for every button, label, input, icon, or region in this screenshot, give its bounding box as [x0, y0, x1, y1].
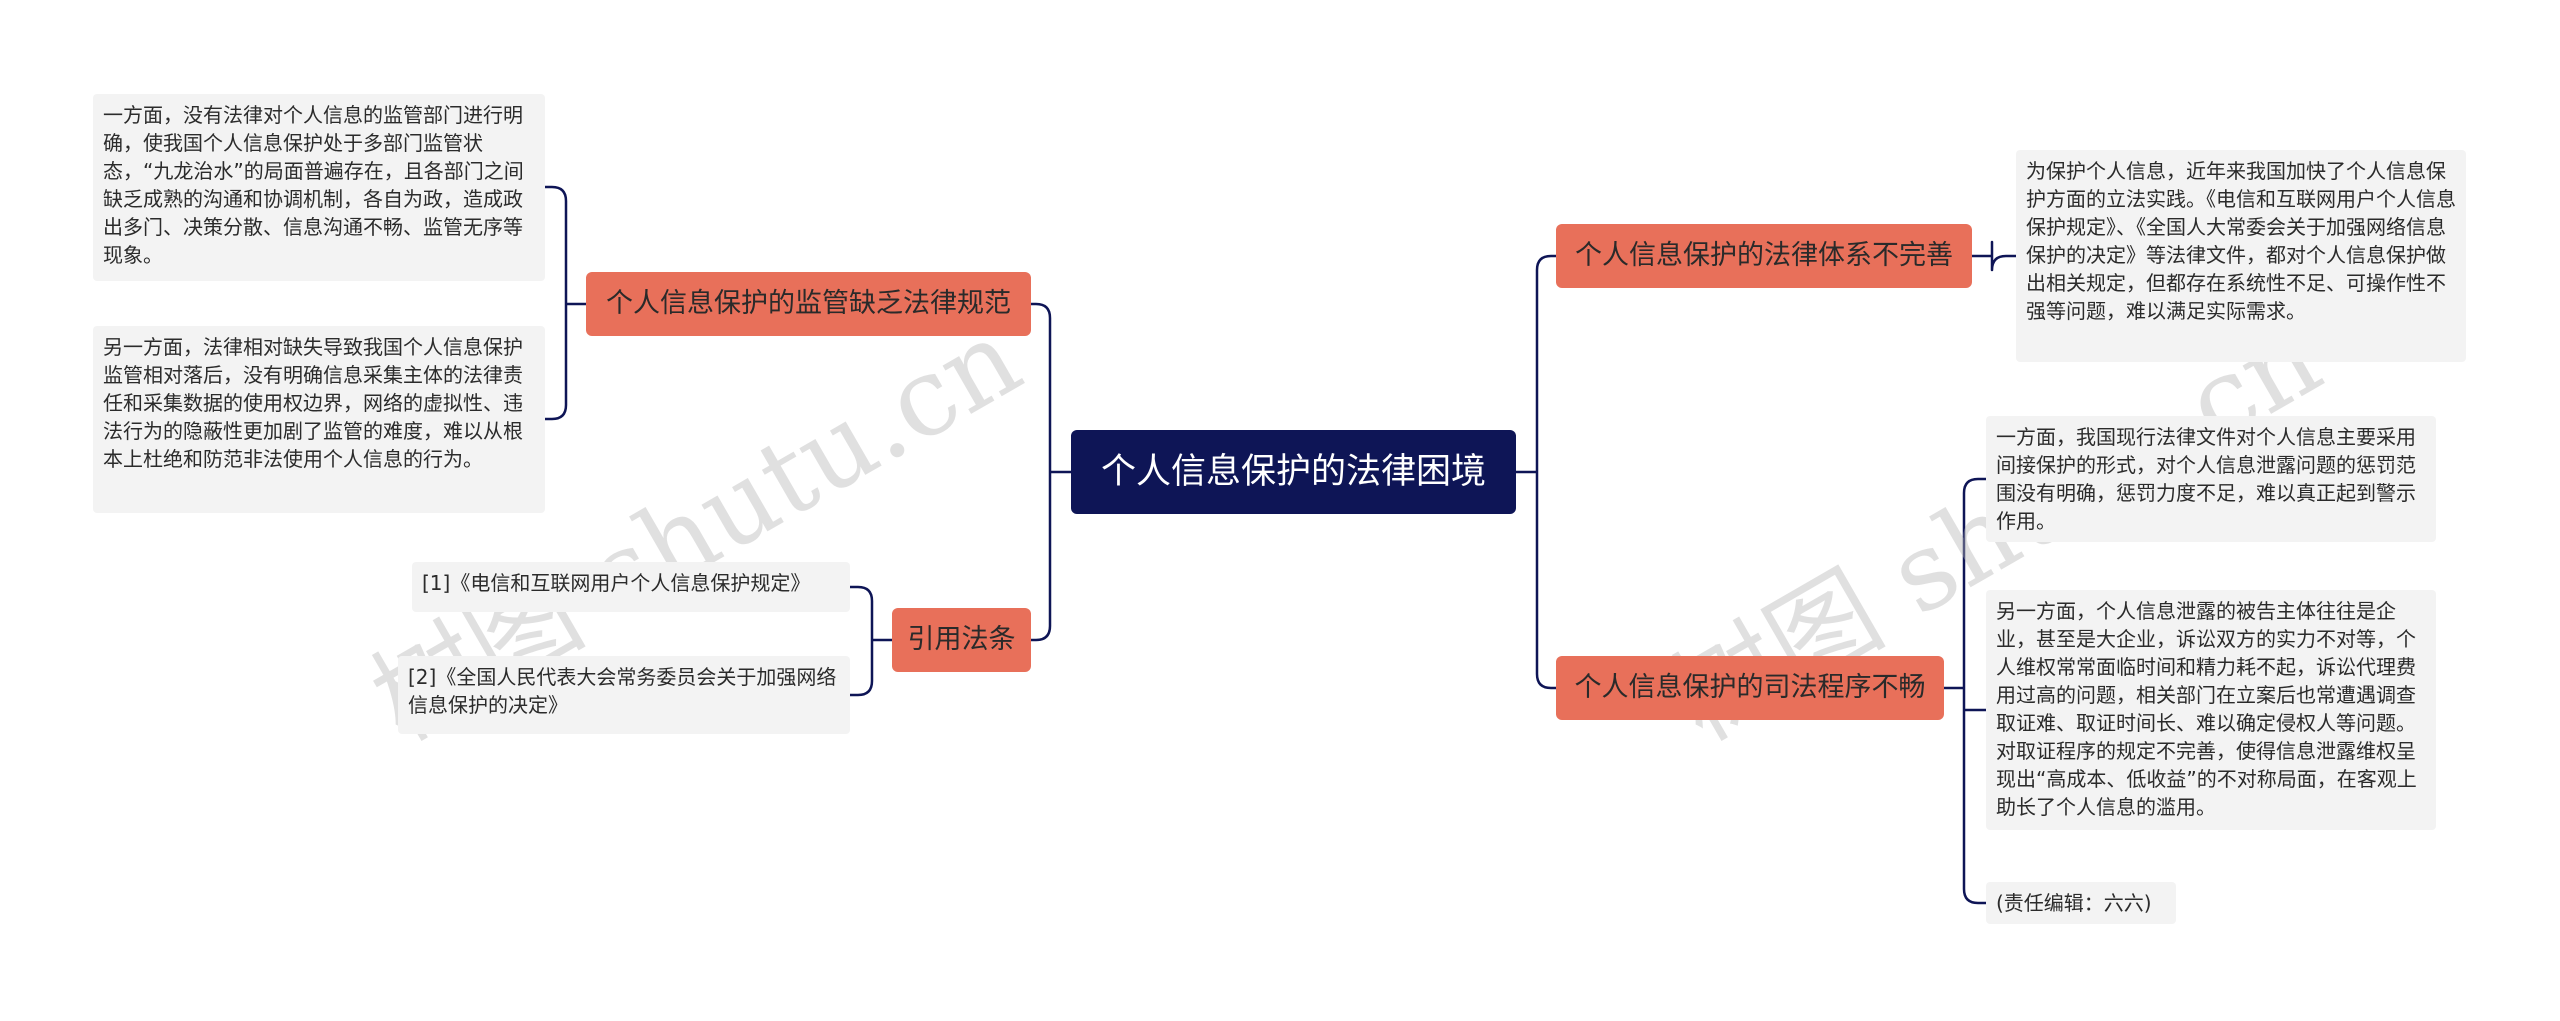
note-citation-1: [1]《电信和互联网用户个人信息保护规定》: [412, 562, 850, 612]
link-root-left: [1022, 302, 1073, 642]
link-judicial-notes: [1942, 477, 1992, 905]
topic-judicial[interactable]: 个人信息保护的司法程序不畅: [1556, 656, 1944, 720]
link-legal-note: [1970, 240, 2020, 272]
note-legal-system: 为保护个人信息，近年来我国加快了个人信息保护方面的立法实践。《电信和互联网用户个…: [2016, 150, 2466, 362]
topic-supervision[interactable]: 个人信息保护的监管缺乏法律规范: [586, 272, 1031, 336]
note-editor: (责任编辑：六六): [1986, 882, 2176, 924]
topic-legal-system[interactable]: 个人信息保护的法律体系不完善: [1556, 224, 1972, 288]
note-judicial-1: 一方面，我国现行法律文件对个人信息主要采用间接保护的形式，对个人信息泄露问题的惩…: [1986, 416, 2436, 542]
note-citation-2: [2]《全国人民代表大会常务委员会关于加强网络信息保护的决定》: [398, 656, 850, 734]
link-root-right: [1514, 254, 1565, 690]
link-citation-notes: [844, 585, 894, 697]
root-topic[interactable]: 个人信息保护的法律困境: [1071, 430, 1516, 514]
topic-citations[interactable]: 引用法条: [892, 608, 1031, 672]
note-judicial-2: 另一方面，个人信息泄露的被告主体往往是企业，甚至是大企业，诉讼双方的实力不对等，…: [1986, 590, 2436, 830]
link-supervision-notes: [538, 185, 588, 421]
note-supervision-2: 另一方面，法律相对缺失导致我国个人信息保护监管相对落后，没有明确信息采集主体的法…: [93, 326, 545, 513]
note-supervision-1: 一方面，没有法律对个人信息的监管部门进行明确，使我国个人信息保护处于多部门监管状…: [93, 94, 545, 281]
